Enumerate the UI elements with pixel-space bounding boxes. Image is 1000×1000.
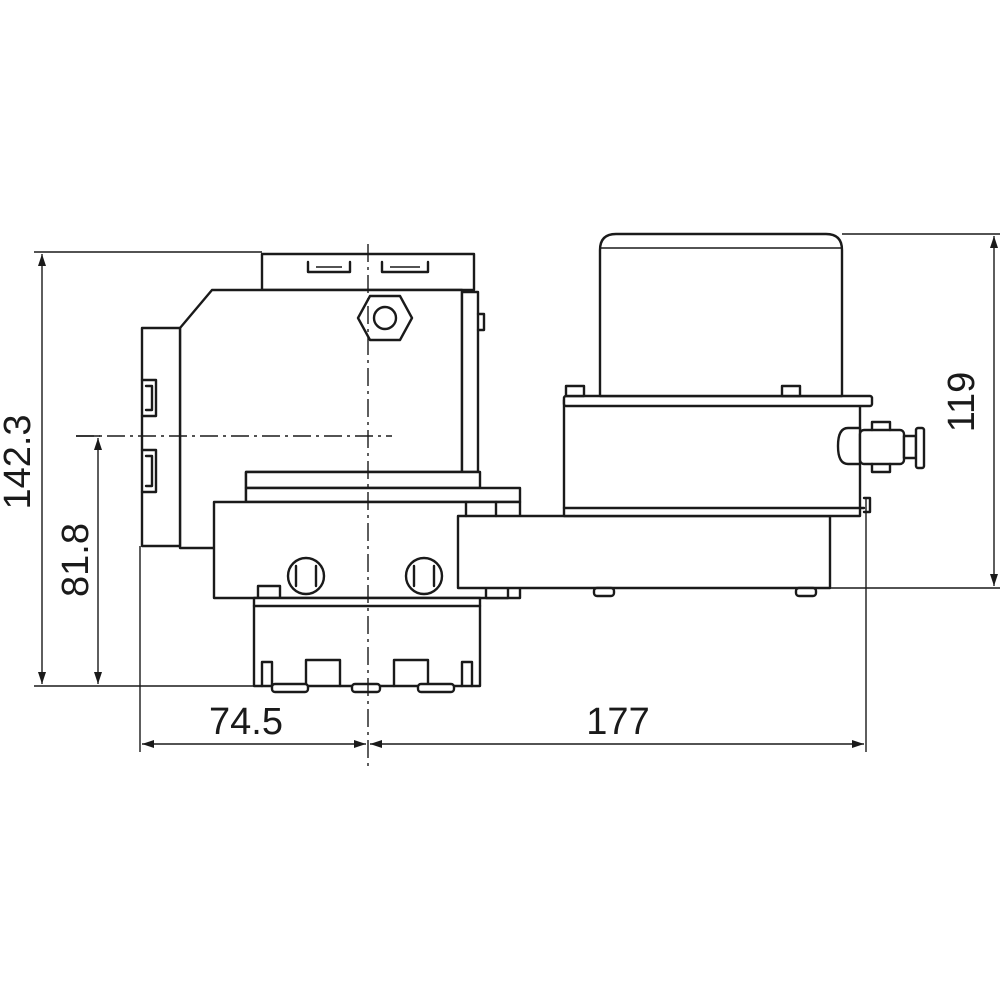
- arm-motor-assembly: [456, 232, 926, 598]
- dimension-lines: [34, 233, 1000, 752]
- screw-right-icon: [404, 556, 444, 596]
- screw-left-icon: [286, 556, 326, 596]
- cable-connector-icon: [836, 420, 926, 474]
- hex-nut-icon: [356, 294, 414, 342]
- center-lines: [76, 244, 392, 768]
- dim-label-motor-height: 119: [941, 372, 983, 433]
- dim-label-total-height: 142.3: [0, 414, 39, 509]
- head-assembly: [140, 252, 522, 694]
- dim-label-left-offset: 74.5: [209, 701, 283, 743]
- dim-label-right-offset: 177: [586, 701, 649, 743]
- dim-label-axis-height: 81.8: [55, 523, 97, 597]
